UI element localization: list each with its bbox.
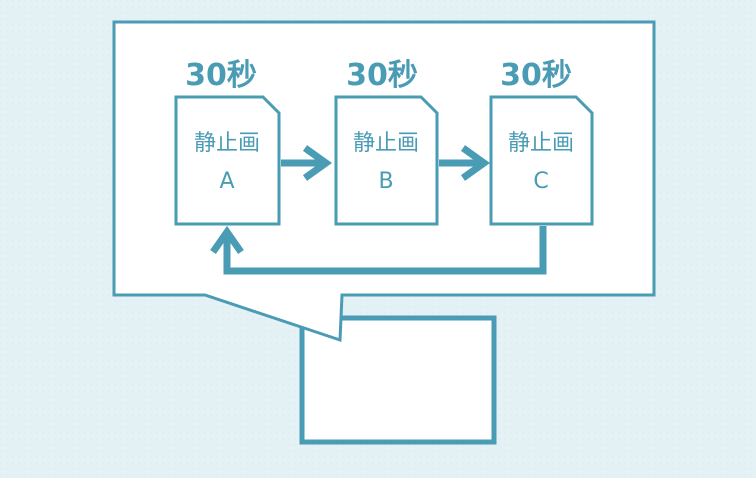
loop-arrow-c-to-a <box>210 225 547 275</box>
arrow-b-to-c <box>439 145 491 181</box>
duration-label-a: 30秒 <box>185 58 257 93</box>
frame-title-a: 静止画 <box>194 131 260 156</box>
frame-card-b: 静止画 B <box>334 95 439 226</box>
frame-card-a: 静止画 A <box>174 95 281 226</box>
frame-title-c: 静止画 <box>508 131 574 156</box>
duration-label-b: 30秒 <box>346 58 418 93</box>
arrow-a-to-b <box>281 145 333 181</box>
frame-title-b: 静止画 <box>353 131 419 156</box>
duration-label-c: 30秒 <box>500 58 572 93</box>
frame-letter-b: B <box>378 169 393 194</box>
frame-letter-c: C <box>533 169 548 194</box>
frame-card-c: 静止画 C <box>489 95 594 226</box>
frame-letter-a: A <box>219 169 234 194</box>
